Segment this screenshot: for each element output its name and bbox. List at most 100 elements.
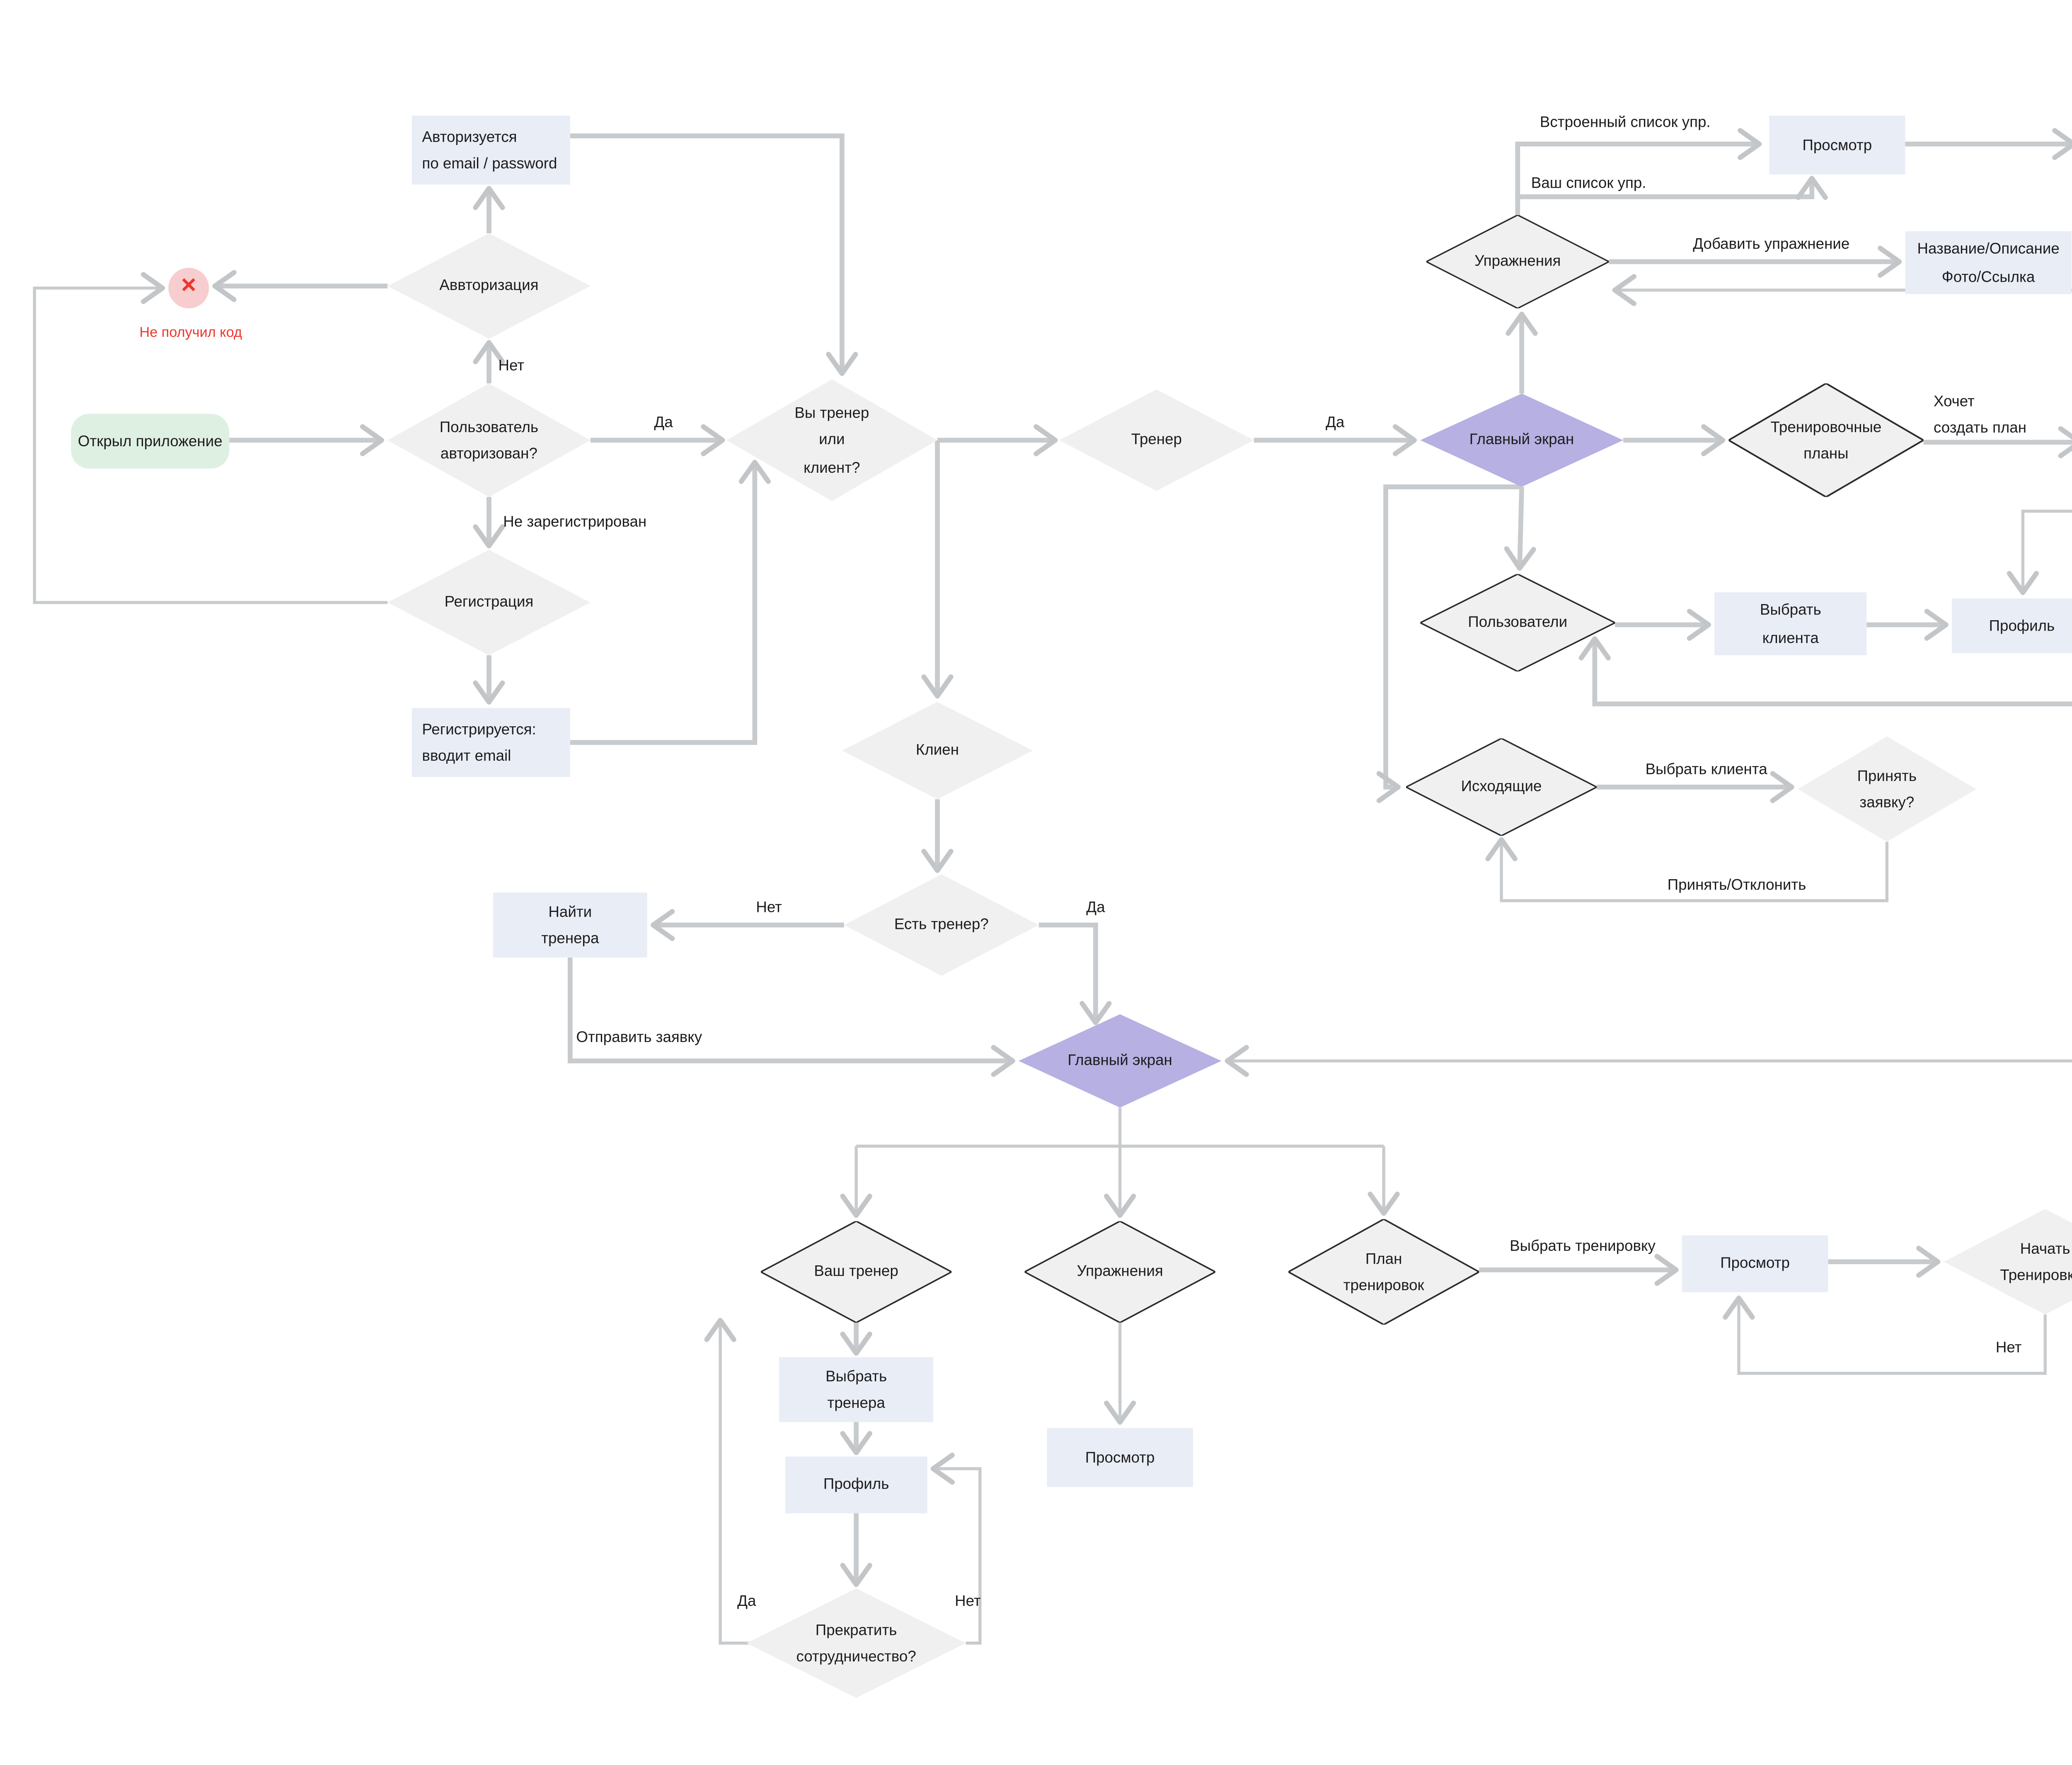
edge-label-add-exercise: Добавить упражнение <box>1693 235 1850 253</box>
start-open-app: Открыл приложение <box>71 413 230 469</box>
error-icon-no-code: ✕ <box>168 268 209 309</box>
edge-label-choose-client: Выбрать клиента <box>1645 760 1767 779</box>
diamond-shape <box>1797 736 1976 842</box>
step-name-desc-label: Название/Описание Фото/Ссылка <box>1917 240 2060 285</box>
screen-main-client-label: Главный экран <box>1067 1052 1172 1070</box>
diamond-shape <box>387 383 591 497</box>
diamond-shape <box>1288 1219 1479 1325</box>
decision-your-trainer-label: Ваш тренер <box>814 1262 898 1281</box>
step-profile-client-label: Профиль <box>823 1475 889 1494</box>
diamond-shape <box>1406 738 1597 836</box>
decision-exercises-trainer-label: Упражнения <box>1474 252 1561 271</box>
step-registers-email-label: Регистрируется: вводит email <box>422 720 536 765</box>
edge-label-not-registered: Не зарегистрирован <box>503 512 647 531</box>
decision-start-workout: Начать Тренировку? <box>1944 1209 2072 1315</box>
decision-stop-cooperation-client: Прекратить сотрудничество? <box>746 1588 966 1698</box>
decision-exercises-trainer: Упражнения <box>1426 215 1609 309</box>
diamond-shape <box>1420 393 1623 487</box>
diamond-shape <box>1024 1221 1215 1323</box>
step-auth-email: Авторизуется по email / password <box>411 116 570 185</box>
step-view-exercises-client: Просмотр <box>1047 1428 1193 1487</box>
diamond-shape <box>1018 1014 1222 1108</box>
decision-user-authorized-label: Пользователь авторизован? <box>439 417 539 463</box>
decision-registration: Регистрация <box>387 549 591 655</box>
step-registers-email: Регистрируется: вводит email <box>411 708 570 777</box>
decision-exercises-client: Упражнения <box>1024 1221 1215 1323</box>
step-view-exercises-trainer-label: Просмотр <box>1802 135 1872 154</box>
step-name-desc: Название/Описание Фото/Ссылка <box>1905 231 2072 294</box>
error-label-no-code: Не получил код <box>139 326 242 341</box>
step-choose-client-users: Выбрать клиента <box>1714 592 1867 655</box>
decision-has-trainer-label: Есть тренер? <box>894 916 989 934</box>
diamond-shape <box>1059 389 1254 491</box>
screen-main-trainer-label: Главный экран <box>1469 431 1574 450</box>
edge-label-no-auth: Нет <box>498 356 525 375</box>
diamond-shape <box>844 874 1039 976</box>
edge-label-builtin-list: Встроенный список упр. <box>1539 113 1711 131</box>
edge-label-no-stop2: Нет <box>955 1591 981 1610</box>
screen-main-trainer: Главный экран <box>1420 393 1623 487</box>
step-profile-users: Профиль <box>1952 598 2072 653</box>
decision-exercises-client-label: Упражнения <box>1077 1262 1163 1281</box>
step-profile-client: Профиль <box>785 1456 927 1514</box>
step-find-trainer: Найти тренера <box>493 892 647 957</box>
decision-has-trainer: Есть тренер? <box>844 874 1039 976</box>
diamond-shape <box>842 702 1033 800</box>
edge-label-yes-has-trainer: Да <box>1086 898 1105 916</box>
decision-client-label: Клиен <box>915 741 959 760</box>
decision-trainer-or-client-label: Вы тренер или клиент? <box>794 404 869 476</box>
step-choose-trainer: Выбрать тренера <box>779 1357 934 1422</box>
start-open-app-label: Открыл приложение <box>77 432 223 450</box>
x-icon: ✕ <box>180 276 197 298</box>
decision-training-plans: Тренировочные планы <box>1728 383 1924 497</box>
decision-stop-cooperation-client-label: Прекратить сотрудничество? <box>796 1620 916 1666</box>
diamond-shape <box>1426 215 1609 309</box>
edge-label-no-start: Нет <box>1995 1338 2022 1356</box>
decision-training-plans-label: Тренировочные планы <box>1770 417 1882 463</box>
edge-label-your-list: Ваш список упр. <box>1531 174 1646 192</box>
decision-authorization: Аввторизация <box>387 233 591 339</box>
diamond-shape <box>1728 383 1924 497</box>
step-choose-client-users-label: Выбрать клиента <box>1760 601 1821 646</box>
decision-user-authorized: Пользователь авторизован? <box>387 383 591 497</box>
edge-label-choose-workout: Выбрать тренировку <box>1510 1236 1656 1255</box>
edge-label-send-request: Отправить заявку <box>576 1028 702 1046</box>
decision-trainer: Тренер <box>1059 389 1254 491</box>
decision-trainer-label: Тренер <box>1131 431 1182 450</box>
decision-plan-workouts: План тренировок <box>1288 1219 1479 1325</box>
step-view-workout: Просмотр <box>1682 1235 1828 1292</box>
edge-label-yes-stop2: Да <box>737 1591 756 1610</box>
decision-outgoing: Исходящие <box>1406 738 1597 836</box>
step-find-trainer-label: Найти тренера <box>541 902 599 948</box>
diamond-shape <box>1944 1209 2072 1315</box>
diamond-shape <box>761 1221 952 1323</box>
step-profile-users-label: Профиль <box>1989 617 2055 635</box>
decision-trainer-or-client: Вы тренер или клиент? <box>726 379 937 501</box>
decision-start-workout-label: Начать Тренировку? <box>2000 1239 2072 1284</box>
decision-outgoing-label: Исходящие <box>1461 778 1542 796</box>
diamond-shape <box>387 233 591 339</box>
diamond-shape <box>387 549 591 655</box>
step-auth-email-label: Авторизуется по email / password <box>422 127 557 173</box>
step-view-exercises-trainer: Просмотр <box>1769 116 1905 175</box>
edge-label-no-has-trainer: Нет <box>756 898 782 916</box>
edge-label-yes-auth: Да <box>654 413 673 432</box>
decision-users-label: Пользователи <box>1468 613 1568 632</box>
edge-label-yes-trainer: Да <box>1325 413 1345 432</box>
decision-client: Клиен <box>842 702 1033 800</box>
edge-label-wants-plan: Хочет создать план <box>1933 392 2027 436</box>
decision-accept-request-label: Принять заявку? <box>1857 766 1917 812</box>
edge-label-accept-decline: Принять/Отклонить <box>1667 875 1806 894</box>
decision-authorization-label: Аввторизация <box>439 277 539 295</box>
decision-registration-label: Регистрация <box>444 593 534 612</box>
decision-your-trainer: Ваш тренер <box>761 1221 952 1323</box>
diamond-shape <box>726 379 937 501</box>
step-choose-trainer-label: Выбрать тренера <box>825 1367 887 1412</box>
diamond-shape <box>1420 574 1615 672</box>
step-view-workout-label: Просмотр <box>1720 1254 1790 1273</box>
decision-users: Пользователи <box>1420 574 1615 672</box>
diamond-shape <box>746 1588 966 1698</box>
screen-main-client: Главный экран <box>1018 1014 1222 1108</box>
step-view-exercises-client-label: Просмотр <box>1085 1448 1155 1467</box>
